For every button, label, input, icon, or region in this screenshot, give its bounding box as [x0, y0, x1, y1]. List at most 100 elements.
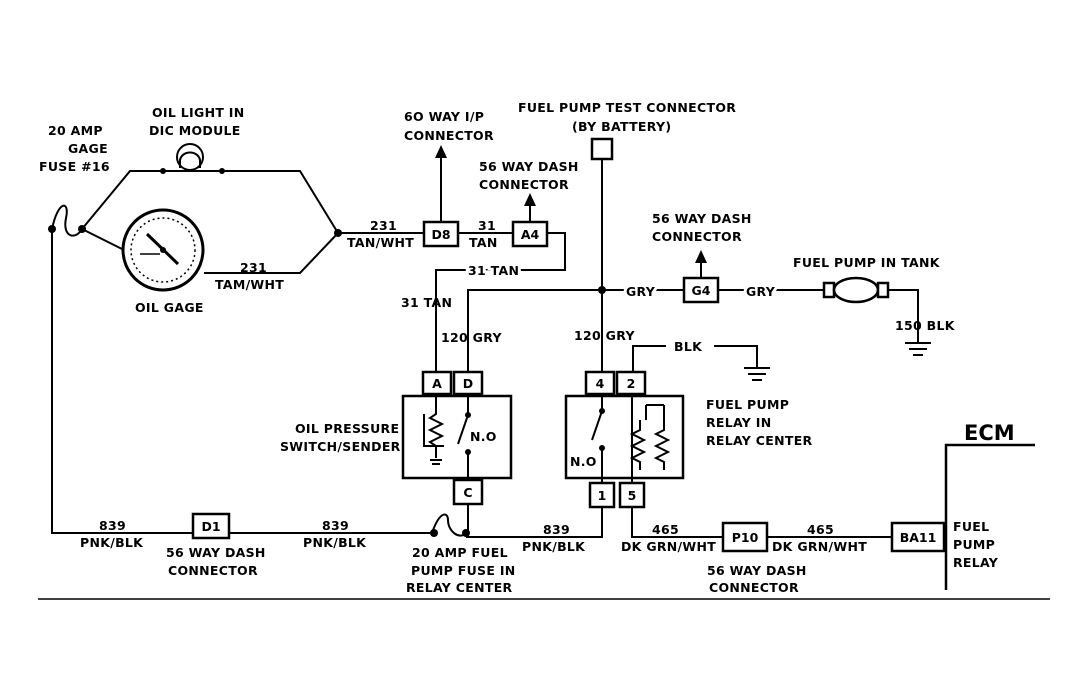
label-gage-fuse-3: FUSE #16: [39, 159, 110, 174]
label-oil-light-1: OIL LIGHT IN: [152, 105, 245, 120]
label-56way-a4-1: 56 WAY DASH: [479, 159, 579, 174]
oil-pressure-switch: [401, 370, 513, 506]
connector-d1-label: D1: [201, 519, 220, 534]
label-fuel-pump-tank: FUEL PUMP IN TANK: [793, 255, 941, 270]
label-56way-d1-1: 56 WAY DASH: [166, 545, 266, 560]
connector-a4-label: A4: [521, 227, 540, 242]
label-465-a-color: DK GRN/WHT: [621, 539, 716, 554]
wire-blk-ground: [714, 345, 758, 368]
pin-2-box: [615, 370, 647, 396]
connector-g4-label: G4: [692, 283, 711, 298]
label-31-tan-c: 31 TAN: [401, 295, 452, 310]
label-150-blk: 150 BLK: [895, 318, 956, 333]
label-gage-fuse-1: 20 AMP: [48, 123, 103, 138]
arrow-up-icon: [695, 250, 707, 263]
label-fuel-fuse-3: RELAY CENTER: [406, 580, 513, 595]
label-56way-g4-2: CONNECTOR: [652, 229, 742, 244]
label-231-upper-num: 231: [370, 218, 397, 233]
connector-p10-label: P10: [732, 530, 759, 545]
wire-oil-light-out: [163, 170, 339, 234]
switch-contact-icon: [457, 414, 469, 445]
fuel-pump-test-connector: [590, 137, 614, 161]
pin-d-box: [452, 370, 484, 396]
fuel-pump-relay: [564, 345, 770, 509]
label-120-gry-b: 120 GRY: [574, 328, 635, 343]
fuse-terminal: [430, 529, 438, 537]
oil-switch-body: [401, 394, 513, 480]
label-gry-right: GRY: [746, 284, 776, 299]
gage-fuse-circuit: [48, 143, 342, 534]
ground-icon: [905, 342, 931, 356]
wire-465-a: [631, 507, 723, 538]
relay-switch-icon: [591, 410, 603, 441]
ecm-boundary: [944, 443, 1035, 590]
label-oil-switch-1: OIL PRESSURE: [295, 421, 399, 436]
fuel-pump-fuse-symbol: [431, 513, 467, 537]
oil-pin-a: A: [432, 376, 442, 391]
connector-ba11: [890, 521, 946, 553]
oil-light-terminal-right: [219, 168, 225, 174]
label-231-upper-color: TAN/WHT: [347, 235, 414, 250]
label-839-b-num: 839: [322, 518, 349, 533]
label-fp-relay-2: PUMP: [953, 537, 995, 552]
label-relay-center-1: FUEL PUMP: [706, 397, 789, 412]
label-60way-1: 6O WAY I/P: [404, 109, 484, 124]
relay-diode-coil-icon: [653, 405, 671, 470]
label-ecm: ECM: [964, 421, 1015, 445]
pump-terminal-left: [822, 281, 836, 299]
wire-31-tan-b: [435, 232, 566, 372]
label-56way-d1-2: CONNECTOR: [168, 563, 258, 578]
label-oil-switch-2: SWITCH/SENDER: [280, 439, 401, 454]
label-56way-g4-1: 56 WAY DASH: [652, 211, 752, 226]
label-blk: BLK: [674, 339, 703, 354]
wire-839-right: [466, 507, 603, 538]
label-31-num: 31: [478, 218, 496, 233]
ground-icon: [744, 367, 770, 381]
pump-terminal-right: [876, 281, 890, 299]
label-oil-light-2: DIC MODULE: [149, 123, 241, 138]
label-839-a-num: 839: [99, 518, 126, 533]
oil-light-terminal-left: [160, 168, 166, 174]
label-relay-center-2: RELAY IN: [706, 415, 772, 430]
label-31-tan-b: 31 TAN: [468, 263, 519, 278]
wire-839-left: [51, 229, 193, 534]
relay-coil-icon: [629, 420, 647, 470]
wire-blk: [632, 345, 666, 372]
label-120-gry-a: 120 GRY: [441, 330, 502, 345]
label-56way-p10-2: CONNECTOR: [709, 580, 799, 595]
fuel-pump-motor-icon: [832, 276, 880, 304]
label-231-lower-num: 231: [240, 260, 267, 275]
label-231-lower-color: TAM/WHT: [215, 277, 284, 292]
gage-fuse-symbol: [51, 204, 83, 237]
fuel-pump-feed: [467, 137, 931, 372]
dash-connector-circuit: [338, 145, 566, 372]
arrow-up-icon: [524, 193, 536, 206]
label-fp-test-1: FUEL PUMP TEST CONNECTOR: [518, 100, 736, 115]
label-fp-relay-3: RELAY: [953, 555, 999, 570]
label-fuel-fuse-1: 20 AMP FUEL: [412, 545, 508, 560]
relay-pin-5: 5: [628, 488, 637, 503]
wire-oil-light-in: [81, 170, 163, 230]
label-465-b-color: DK GRN/WHT: [772, 539, 867, 554]
relay-pin-1: 1: [598, 488, 607, 503]
label-465-a-num: 465: [652, 522, 679, 537]
arrow-up-icon: [435, 145, 447, 158]
label-465-b-num: 465: [807, 522, 834, 537]
sender-resistor-icon: [427, 396, 445, 458]
oil-pin-c: C: [463, 485, 472, 500]
label-60way-2: CONNECTOR: [404, 128, 494, 143]
pin-4-box: [584, 370, 616, 396]
label-839-a-color: PNK/BLK: [80, 535, 144, 550]
oil-light-bulb-icon: [176, 143, 204, 171]
label-gage-fuse-2: GAGE: [68, 141, 108, 156]
label-fp-relay-1: FUEL: [953, 519, 989, 534]
label-fuel-fuse-2: PUMP FUSE IN: [411, 563, 516, 578]
label-839-c-color: PNK/BLK: [522, 539, 586, 554]
wire-gage-out: [204, 232, 339, 274]
bottom-circuit: [191, 443, 1035, 590]
label-31-color: TAN: [469, 235, 498, 250]
connector-d8-label: D8: [431, 227, 450, 242]
wire-gage-in: [81, 228, 123, 250]
label-56way-p10-1: 56 WAY DASH: [707, 563, 807, 578]
label-no-a: N.O: [470, 429, 497, 444]
